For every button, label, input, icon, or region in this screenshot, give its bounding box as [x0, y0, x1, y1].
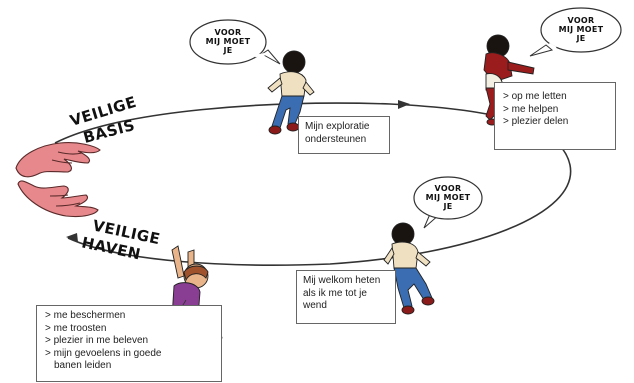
- list-item: > op me letten: [503, 91, 567, 102]
- bubble-2-line-2: MIJ MOET: [558, 25, 604, 34]
- top-right-needs-list: > op me letten > me helpen > plezier del…: [503, 91, 607, 129]
- speech-bubble-1: [189, 19, 281, 65]
- bubble-1-line-2: MIJ MOET: [205, 37, 251, 46]
- list-item: > me beschermen: [45, 310, 126, 321]
- bottom-left-needs-box: > me beschermen > me troosten > plezier …: [36, 305, 222, 382]
- bubble-1-line-3: JE: [223, 46, 233, 55]
- welcome-line-3: wend: [303, 300, 327, 311]
- list-item: > me helpen: [503, 103, 559, 115]
- welcome-line-2: als ik me tot je: [303, 287, 367, 299]
- bubble-3-line-3: JE: [443, 202, 453, 211]
- bubble-3-line-1: VOOR: [434, 184, 462, 193]
- toddler-exploring-illustration: [267, 50, 315, 135]
- bubble-1-line-1: VOOR: [214, 28, 242, 37]
- top-right-needs-box: > op me letten > me helpen > plezier del…: [494, 82, 616, 150]
- welcome-line-1: Mij welkom heten: [303, 275, 381, 286]
- arrow-head-top: [398, 100, 410, 109]
- list-item: > plezier delen: [503, 116, 569, 127]
- exploration-line-1: Mijn exploratie: [305, 121, 370, 132]
- hands-illustration: [15, 142, 101, 218]
- list-item: > me troosten: [45, 322, 107, 334]
- circle-path: [54, 102, 572, 266]
- speech-bubble-3-text: VOOR MIJ MOET JE: [416, 184, 480, 211]
- bubble-3-line-2: MIJ MOET: [425, 193, 471, 202]
- list-item: > plezier in me beleven: [45, 335, 149, 346]
- bubble-2-line-3: JE: [576, 34, 586, 43]
- toddler-returning-illustration: [383, 222, 435, 315]
- speech-bubble-3: [413, 176, 483, 229]
- bubble-2-line-1: VOOR: [567, 16, 595, 25]
- list-item: banen leiden: [54, 360, 112, 371]
- exploration-box: Mijn exploratie ondersteunen: [298, 116, 390, 154]
- list-item: > mijn gevoelens in goede: [45, 347, 162, 359]
- bottom-left-needs-list: > me beschermen > me troosten > plezier …: [45, 310, 213, 373]
- arrow-head-bottom: [66, 233, 78, 242]
- speech-bubble-2: [529, 7, 622, 57]
- exploration-line-2: ondersteunen: [305, 133, 367, 145]
- speech-bubble-2-text: VOOR MIJ MOET JE: [549, 16, 613, 43]
- speech-bubble-1-text: VOOR MIJ MOET JE: [196, 28, 260, 55]
- welcome-box: Mij welkom heten als ik me tot je wend: [296, 270, 396, 324]
